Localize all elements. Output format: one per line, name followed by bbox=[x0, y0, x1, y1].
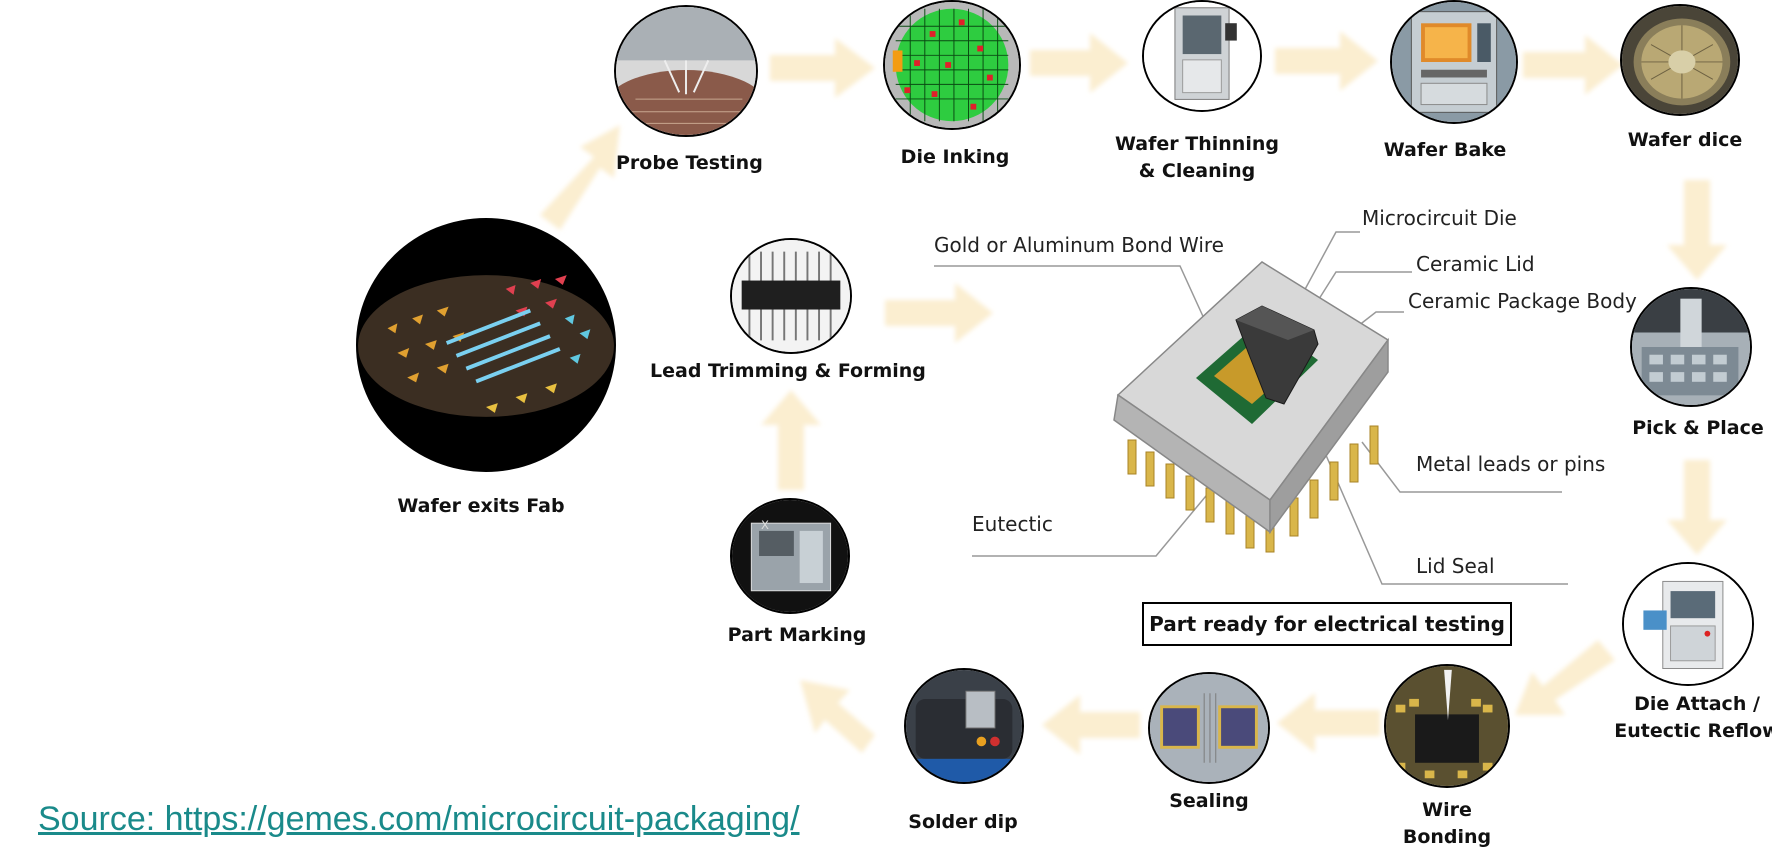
sealing-image bbox=[1148, 672, 1270, 784]
arrow-marking-to-trimming bbox=[761, 390, 821, 490]
arrow-thinning-to-bake bbox=[1275, 31, 1378, 91]
callout-bond-wire: Gold or Aluminum Bond Wire bbox=[934, 233, 1224, 257]
lead-trimming-label: Lead Trimming & Forming bbox=[650, 360, 926, 382]
source-link[interactable]: Source: https://gemes.com/microcircuit-p… bbox=[38, 800, 800, 838]
arrow-trimming-to-package bbox=[885, 283, 993, 343]
arrow-attach-to-wirebond bbox=[1515, 640, 1615, 715]
arrow-pick-to-attach bbox=[1667, 460, 1727, 555]
die-attach-line-2: Eutectic Reflow bbox=[1614, 720, 1772, 742]
callout-eutectic: Eutectic bbox=[972, 512, 1053, 536]
svg-text:X: X bbox=[761, 518, 769, 532]
pick-place-image bbox=[1630, 287, 1752, 407]
wafer-dice-image bbox=[1620, 4, 1740, 116]
arrow-probe-to-inking bbox=[770, 38, 875, 98]
solder-dip-image bbox=[904, 668, 1024, 784]
arrow-dice-to-pick bbox=[1667, 180, 1727, 280]
die-attach-image bbox=[1622, 562, 1754, 686]
wafer-thinning-line-2: & Cleaning bbox=[1138, 160, 1256, 182]
die-inking-label: Die Inking bbox=[900, 146, 1010, 168]
probe-testing-label: Probe Testing bbox=[616, 152, 763, 174]
wafer-fab-label: Wafer exits Fab bbox=[397, 495, 565, 517]
lead-trimming-image bbox=[730, 238, 852, 354]
part-marking-label: Part Marking bbox=[727, 624, 867, 646]
arrow-fab-to-probe bbox=[540, 125, 620, 230]
wire-bonding-line-1: Wire bbox=[1422, 799, 1472, 821]
wafer-thinning-image bbox=[1142, 0, 1262, 112]
arrow-sealing-to-solder bbox=[1042, 695, 1140, 755]
arrow-inking-to-thinning bbox=[1030, 33, 1128, 93]
die-attach-line-1: Die Attach / bbox=[1634, 693, 1760, 715]
callout-package-body: Ceramic Package Body bbox=[1408, 289, 1637, 313]
wire-bonding-image bbox=[1384, 664, 1510, 788]
leader-lid-seal bbox=[1301, 399, 1568, 585]
wafer-bake-label: Wafer Bake bbox=[1383, 139, 1507, 161]
die-attach-label: Die Attach / Eutectic Reflow bbox=[1612, 691, 1772, 745]
arrow-wirebond-to-sealing bbox=[1277, 693, 1380, 753]
callout-microcircuit-die: Microcircuit Die bbox=[1362, 206, 1517, 230]
part-marking-image: X bbox=[730, 498, 850, 614]
callout-metal-leads: Metal leads or pins bbox=[1416, 452, 1606, 476]
wafer-thinning-line-1: Wafer Thinning bbox=[1115, 133, 1279, 155]
arrow-bake-to-dice bbox=[1523, 35, 1623, 95]
wafer-dice-label: Wafer dice bbox=[1627, 129, 1743, 151]
die-inking-image bbox=[883, 0, 1021, 130]
pick-place-label: Pick & Place bbox=[1632, 417, 1764, 439]
ready-for-testing-box: Part ready for electrical testing bbox=[1142, 602, 1512, 646]
wire-bonding-label: Wire Bonding bbox=[1384, 797, 1510, 851]
callout-ceramic-lid: Ceramic Lid bbox=[1416, 252, 1535, 276]
arrow-solder-to-marking bbox=[800, 680, 875, 753]
sealing-label: Sealing bbox=[1169, 790, 1249, 812]
wafer-thinning-label: Wafer Thinning & Cleaning bbox=[1112, 131, 1282, 185]
wafer-fab-image bbox=[356, 218, 616, 472]
callout-lid-seal: Lid Seal bbox=[1416, 554, 1495, 578]
probe-testing-image bbox=[614, 5, 758, 137]
wafer-bake-image bbox=[1390, 0, 1518, 124]
solder-dip-label: Solder dip bbox=[908, 811, 1018, 833]
wire-bonding-line-2: Bonding bbox=[1402, 826, 1492, 848]
